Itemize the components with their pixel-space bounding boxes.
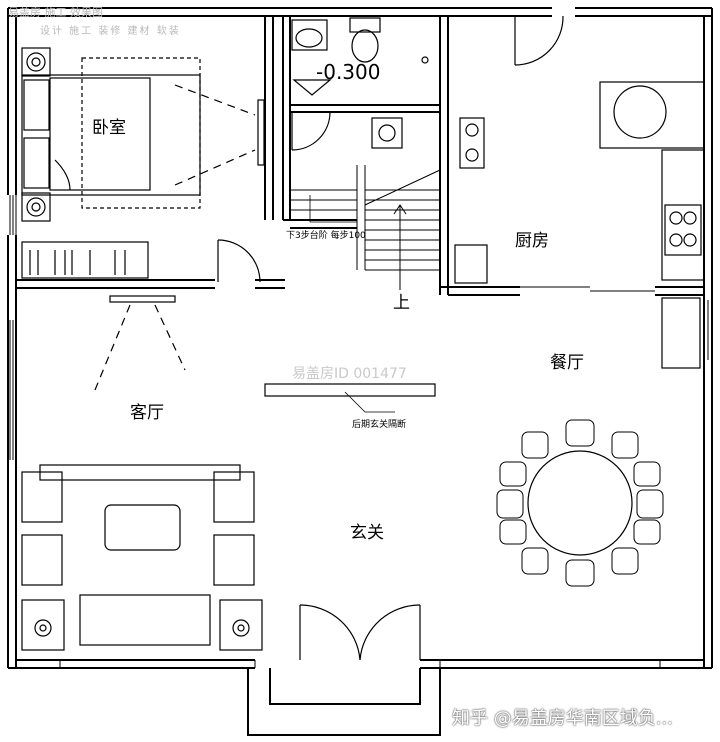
room-label-foyer: 玄关 bbox=[350, 523, 384, 543]
foyer-partition bbox=[264, 383, 436, 413]
wardrobe bbox=[21, 241, 149, 279]
dining-cabinet bbox=[661, 297, 701, 369]
watermark-top-services: 设计 施工 装修 建材 软装 bbox=[40, 26, 181, 37]
dining-table bbox=[496, 419, 664, 587]
nightstand-lamps bbox=[21, 47, 51, 222]
stair-note: 下3步台阶 每步100 bbox=[286, 231, 366, 241]
windows bbox=[9, 195, 709, 668]
stair-up-label: 上 bbox=[393, 293, 410, 313]
bedroom-tv bbox=[174, 84, 265, 186]
room-label-bedroom: 卧室 bbox=[92, 118, 126, 138]
bed-cover-dashed bbox=[81, 57, 201, 209]
interior-walls bbox=[16, 16, 704, 296]
sofa-set bbox=[21, 464, 263, 651]
room-label-kitchen: 厨房 bbox=[515, 231, 549, 251]
level-mark: -0.300 bbox=[316, 60, 381, 84]
foyer-partition-note: 后期玄关隔断 bbox=[352, 420, 407, 430]
watermark-zhihu: 知乎 @易盖房华南区域负... bbox=[452, 708, 673, 729]
stairs bbox=[290, 165, 441, 290]
room-label-living: 客厅 bbox=[130, 403, 164, 423]
doors bbox=[217, 15, 655, 661]
bath-fixtures bbox=[291, 17, 429, 149]
living-tv bbox=[94, 295, 186, 391]
watermark-top-brand: 易盖房 施工 效果图 bbox=[8, 6, 103, 19]
bed bbox=[21, 74, 201, 196]
kitchen-fixtures bbox=[454, 81, 705, 284]
room-label-dining: 餐厅 bbox=[550, 353, 584, 373]
watermark-id: 易盖房ID 001477 bbox=[292, 366, 407, 382]
exterior-walls bbox=[7, 7, 713, 736]
